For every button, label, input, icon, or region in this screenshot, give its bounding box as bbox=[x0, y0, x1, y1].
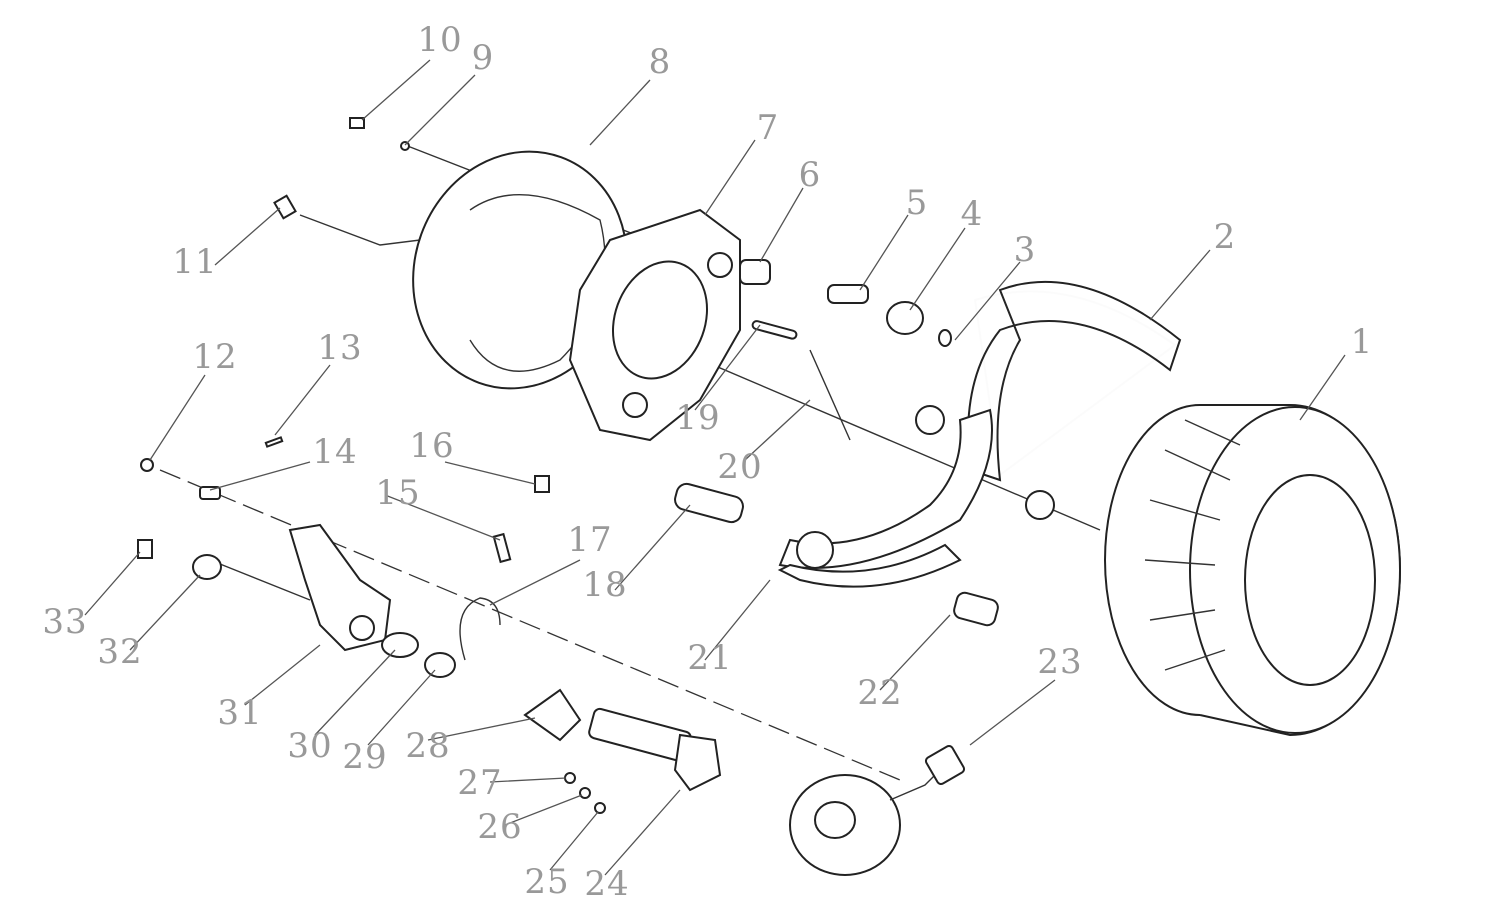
part-label-14: 14 bbox=[312, 432, 358, 472]
part-label-16: 16 bbox=[409, 426, 455, 466]
part-label-2: 2 bbox=[1213, 217, 1237, 257]
part-label-19: 19 bbox=[675, 398, 721, 438]
part-label-13: 13 bbox=[317, 328, 363, 368]
part-label-30: 30 bbox=[287, 726, 333, 766]
camshaft bbox=[523, 688, 722, 814]
part-label-18: 18 bbox=[582, 565, 628, 605]
brake-chamber bbox=[789, 744, 966, 876]
small-parts bbox=[137, 117, 999, 661]
brake-spider bbox=[568, 208, 741, 442]
brake-shoe-lower bbox=[777, 405, 993, 588]
bolt-10 bbox=[349, 117, 365, 129]
part-label-6: 6 bbox=[798, 155, 822, 195]
part-label-9: 9 bbox=[471, 38, 495, 78]
part-label-32: 32 bbox=[97, 632, 143, 672]
part-label-27: 27 bbox=[457, 763, 503, 803]
part-label-21: 21 bbox=[687, 638, 733, 678]
part-label-15: 15 bbox=[375, 473, 421, 513]
part-label-8: 8 bbox=[648, 42, 672, 82]
part-label-12: 12 bbox=[192, 337, 238, 377]
part-label-33: 33 bbox=[42, 602, 88, 642]
part-label-3: 3 bbox=[1013, 230, 1037, 270]
brake-drum bbox=[1104, 404, 1401, 737]
part-label-4: 4 bbox=[960, 194, 984, 234]
brake-shoe-upper bbox=[967, 280, 1182, 520]
part-label-26: 26 bbox=[477, 807, 523, 847]
part-label-11: 11 bbox=[172, 242, 218, 282]
part-label-1: 1 bbox=[1350, 322, 1374, 362]
part-label-31: 31 bbox=[217, 693, 263, 733]
part-label-10: 10 bbox=[417, 20, 463, 60]
part-label-23: 23 bbox=[1037, 642, 1083, 682]
part-label-22: 22 bbox=[857, 673, 903, 713]
part-label-24: 24 bbox=[584, 864, 630, 904]
leader-lines bbox=[84, 59, 1346, 876]
part-label-20: 20 bbox=[717, 447, 763, 487]
part-label-17: 17 bbox=[567, 520, 613, 560]
part-label-7: 7 bbox=[756, 108, 780, 148]
part-label-29: 29 bbox=[342, 737, 388, 777]
part-label-25: 25 bbox=[524, 862, 570, 902]
slack-adjuster bbox=[288, 523, 456, 678]
part-label-5: 5 bbox=[905, 183, 929, 223]
part-label-28: 28 bbox=[405, 726, 451, 766]
